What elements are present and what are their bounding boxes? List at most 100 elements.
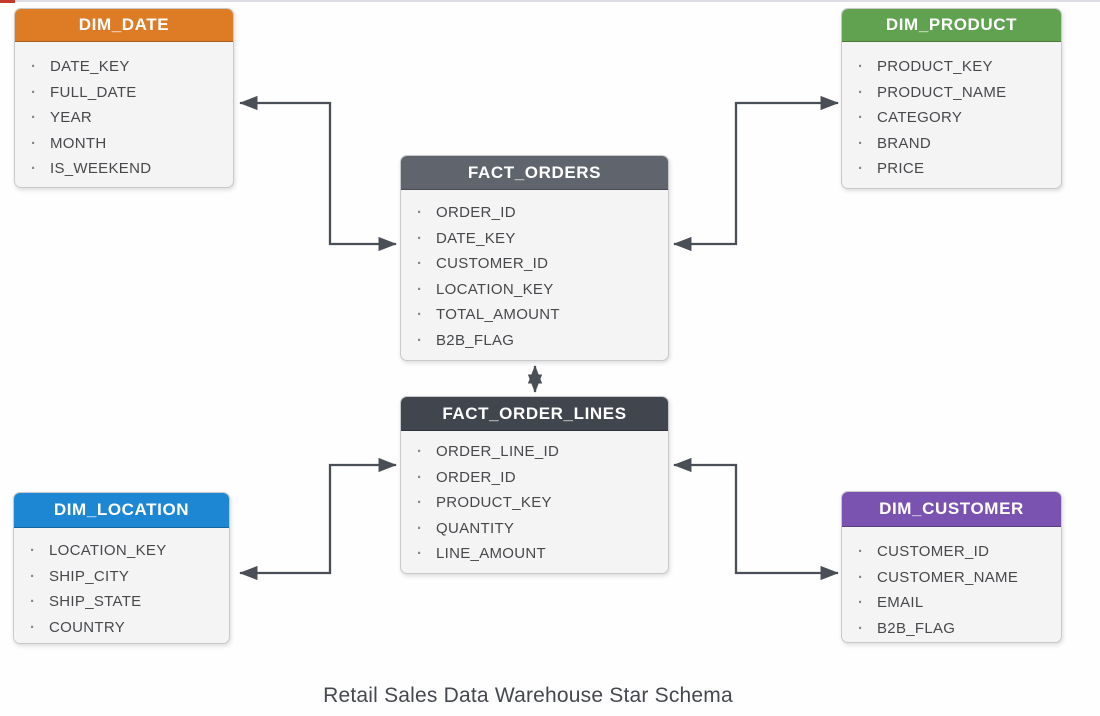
field-label: EMAIL — [877, 594, 924, 612]
field-row: IS_WEEKEND — [31, 156, 227, 182]
field-label: DATE_KEY — [436, 229, 516, 247]
bullet-icon — [31, 105, 50, 131]
field-label: LOCATION_KEY — [49, 542, 167, 559]
bullet-icon — [417, 328, 436, 354]
field-row: DATE_KEY — [31, 54, 227, 80]
bullet-icon — [417, 226, 436, 252]
field-label: FULL_DATE — [50, 83, 137, 101]
entity-fact-order-lines-header: FACT_ORDER_LINES — [401, 397, 668, 431]
bullet-icon — [858, 131, 877, 157]
entity-dim-product-header: DIM_PRODUCT — [842, 9, 1061, 42]
entity-title: DIM_DATE — [78, 15, 170, 34]
field-list: ORDER_ID DATE_KEY CUSTOMER_ID LOCATION_K… — [401, 190, 668, 354]
field-row: CUSTOMER_ID — [858, 539, 1055, 565]
diagram-title: Retail Sales Data Warehouse Star Schema — [323, 684, 733, 707]
bullet-icon — [30, 589, 49, 615]
field-row: TOTAL_AMOUNT — [417, 302, 662, 328]
field-row: ORDER_ID — [417, 465, 662, 491]
bullet-icon — [858, 590, 877, 616]
entity-dim-location: DIM_LOCATION LOCATION_KEY SHIP_CITY SHIP… — [13, 492, 230, 644]
field-label: B2B_FLAG — [877, 619, 956, 637]
field-label: ORDER_ID — [436, 204, 516, 221]
bullet-icon — [30, 538, 49, 564]
bullet-icon — [858, 105, 877, 131]
field-row: QUANTITY — [417, 516, 662, 542]
field-label: BRAND — [877, 134, 932, 152]
entity-fact-orders-header: FACT_ORDERS — [401, 156, 668, 190]
field-row: CUSTOMER_NAME — [858, 565, 1055, 591]
field-label: QUANTITY — [436, 519, 515, 537]
entity-title: FACT_ORDERS — [467, 162, 602, 182]
bullet-icon — [30, 615, 49, 641]
field-label: SHIP_STATE — [49, 593, 142, 611]
field-list: DATE_KEY FULL_DATE YEAR MONTH IS_WEEKEND — [15, 42, 233, 182]
connector-fact-orders-dim-product — [673, 95, 839, 252]
bullet-icon — [417, 465, 436, 491]
field-label: PRICE — [877, 160, 925, 178]
field-row: LOCATION_KEY — [417, 277, 662, 303]
field-row: ORDER_LINE_ID — [417, 439, 662, 465]
field-list: LOCATION_KEY SHIP_CITY SHIP_STATE COUNTR… — [14, 528, 229, 640]
field-label: YEAR — [50, 109, 93, 127]
field-list: ORDER_LINE_ID ORDER_ID PRODUCT_KEY QUANT… — [401, 431, 668, 567]
field-row: SHIP_STATE — [30, 589, 223, 615]
field-row: BRAND — [858, 131, 1055, 157]
bullet-icon — [31, 156, 50, 182]
bullet-icon — [417, 490, 436, 516]
field-label: CUSTOMER_ID — [436, 255, 549, 273]
connector-fact-order-lines-dim-location — [239, 457, 397, 581]
field-list: CUSTOMER_ID CUSTOMER_NAME EMAIL B2B_FLAG — [842, 527, 1061, 641]
field-row: PRODUCT_KEY — [417, 490, 662, 516]
field-label: TOTAL_AMOUNT — [436, 306, 560, 324]
bullet-icon — [30, 564, 49, 590]
field-row: CATEGORY — [858, 105, 1055, 131]
field-row: YEAR — [31, 105, 227, 131]
entity-dim-product: DIM_PRODUCT PRODUCT_KEY PRODUCT_NAME CAT… — [841, 8, 1062, 189]
field-label: PRODUCT_KEY — [436, 494, 552, 512]
field-label: CUSTOMER_ID — [877, 543, 990, 560]
field-row: COUNTRY — [30, 615, 223, 641]
bullet-icon — [858, 80, 877, 106]
bullet-icon — [417, 277, 436, 303]
field-row: DATE_KEY — [417, 226, 662, 252]
bullet-icon — [858, 156, 877, 182]
bullet-icon — [31, 54, 50, 80]
entity-title: FACT_ORDER_LINES — [442, 403, 627, 423]
field-label: PRODUCT_KEY — [877, 58, 993, 75]
bullet-icon — [858, 565, 877, 591]
bullet-icon — [417, 251, 436, 277]
field-label: DATE_KEY — [50, 58, 130, 75]
entity-dim-date: DIM_DATE DATE_KEY FULL_DATE YEAR MONTH I… — [14, 8, 234, 188]
bullet-icon — [31, 131, 50, 157]
field-row: CUSTOMER_ID — [417, 251, 662, 277]
bullet-icon — [417, 302, 436, 328]
corner-red-mark — [0, 0, 15, 3]
field-row: B2B_FLAG — [417, 328, 662, 354]
bullet-icon — [858, 616, 877, 642]
field-label: ORDER_ID — [436, 468, 516, 486]
bullet-icon — [858, 54, 877, 80]
entity-dim-location-header: DIM_LOCATION — [14, 493, 229, 528]
bullet-icon — [31, 80, 50, 106]
field-row: PRODUCT_KEY — [858, 54, 1055, 80]
entity-title: DIM_PRODUCT — [885, 15, 1018, 34]
entity-fact-order-lines: FACT_ORDER_LINES ORDER_LINE_ID ORDER_ID … — [400, 396, 669, 574]
field-list: PRODUCT_KEY PRODUCT_NAME CATEGORY BRAND … — [842, 42, 1061, 182]
field-row: ORDER_ID — [417, 200, 662, 226]
field-label: CUSTOMER_NAME — [877, 568, 1019, 586]
field-row: MONTH — [31, 131, 227, 157]
entity-dim-customer-header: DIM_CUSTOMER — [842, 492, 1061, 527]
entity-title: DIM_LOCATION — [53, 500, 190, 519]
field-label: LOCATION_KEY — [436, 280, 554, 298]
field-row: FULL_DATE — [31, 80, 227, 106]
field-label: CATEGORY — [877, 109, 963, 127]
field-label: IS_WEEKEND — [50, 160, 152, 178]
field-label: MONTH — [50, 134, 107, 152]
bullet-icon — [417, 439, 436, 465]
field-label: LINE_AMOUNT — [436, 545, 546, 563]
bullet-icon — [417, 541, 436, 567]
field-label: COUNTRY — [49, 618, 125, 636]
entity-title: DIM_CUSTOMER — [879, 499, 1024, 518]
field-label: SHIP_CITY — [49, 567, 130, 585]
